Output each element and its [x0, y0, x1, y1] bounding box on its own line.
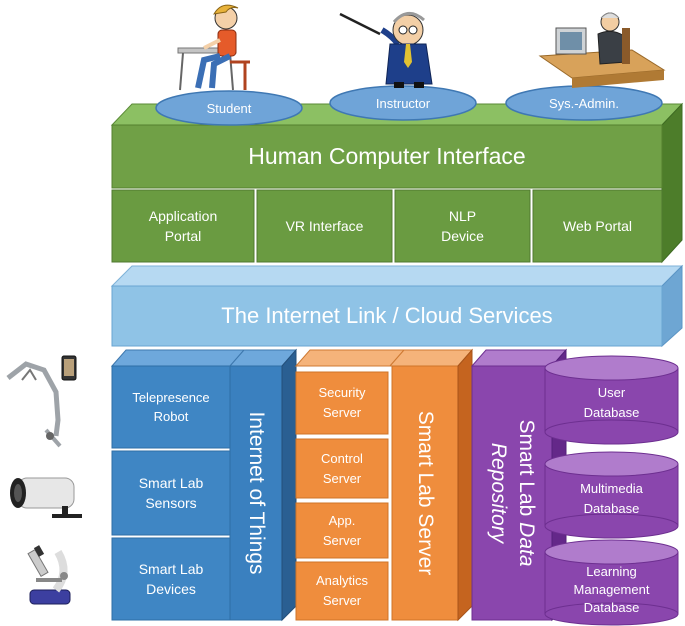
server-title: Smart Lab Server [414, 410, 437, 576]
student-figure-icon [177, 4, 250, 91]
repository-title-italic: Data [515, 522, 538, 567]
instructor-figure-icon [339, 12, 433, 88]
hci-module-application-portal[interactable]: Application Portal [148, 208, 218, 244]
repository-block [470, 348, 568, 622]
repository-title: Smart Lab Data Repository [484, 419, 540, 566]
database-multimedia[interactable]: Multimedia Database [580, 481, 643, 516]
student-label[interactable]: Student [206, 100, 252, 116]
iot-device-smart-lab-sensors[interactable]: Smart Lab Sensors [138, 475, 204, 511]
iot-device-smart-lab-devices[interactable]: Smart Lab Devices [138, 561, 204, 597]
iot-block [110, 348, 298, 622]
hci-module-web-portal[interactable]: Web Portal [563, 218, 632, 234]
server-title-column: Smart Lab Server [392, 366, 458, 620]
server-block [294, 348, 474, 622]
sysadmin-label[interactable]: Sys.-Admin. [548, 95, 620, 111]
database-cylinders [544, 355, 679, 626]
hci-title: Human Computer Interface [248, 143, 526, 169]
iot-title-column: Internet of Things [230, 366, 282, 620]
instructor-label[interactable]: Instructor [375, 95, 431, 111]
repository-title-plain: Smart Lab [515, 419, 538, 523]
cloud-block [110, 264, 684, 348]
hci-module-vr-interface[interactable]: VR Interface [285, 218, 364, 234]
camera-icon [10, 477, 82, 518]
sysadmin-figure-icon [538, 12, 666, 88]
microscope-icon [27, 545, 71, 605]
database-user[interactable]: User Database [583, 385, 640, 420]
server-module-control[interactable]: Control Server [321, 450, 363, 486]
server-module-security[interactable]: Security Server [318, 385, 366, 420]
cloud-title: The Internet Link / Cloud Services [221, 303, 553, 328]
iot-title: Internet of Things [245, 411, 268, 575]
hci-module-nlp-device[interactable]: NLP Device [441, 208, 484, 244]
robot-icon [6, 355, 77, 448]
repository-title-line2: Repository [487, 442, 510, 544]
repository-title-column: Smart Lab Data Repository [472, 366, 552, 620]
server-module-analytics[interactable]: Analytics Server [315, 573, 369, 608]
database-learning-management[interactable]: Learning Management Database [573, 564, 650, 615]
iot-device-telepresence-robot[interactable]: Telepresence Robot [132, 390, 210, 424]
server-module-app[interactable]: App. Server [322, 512, 362, 548]
